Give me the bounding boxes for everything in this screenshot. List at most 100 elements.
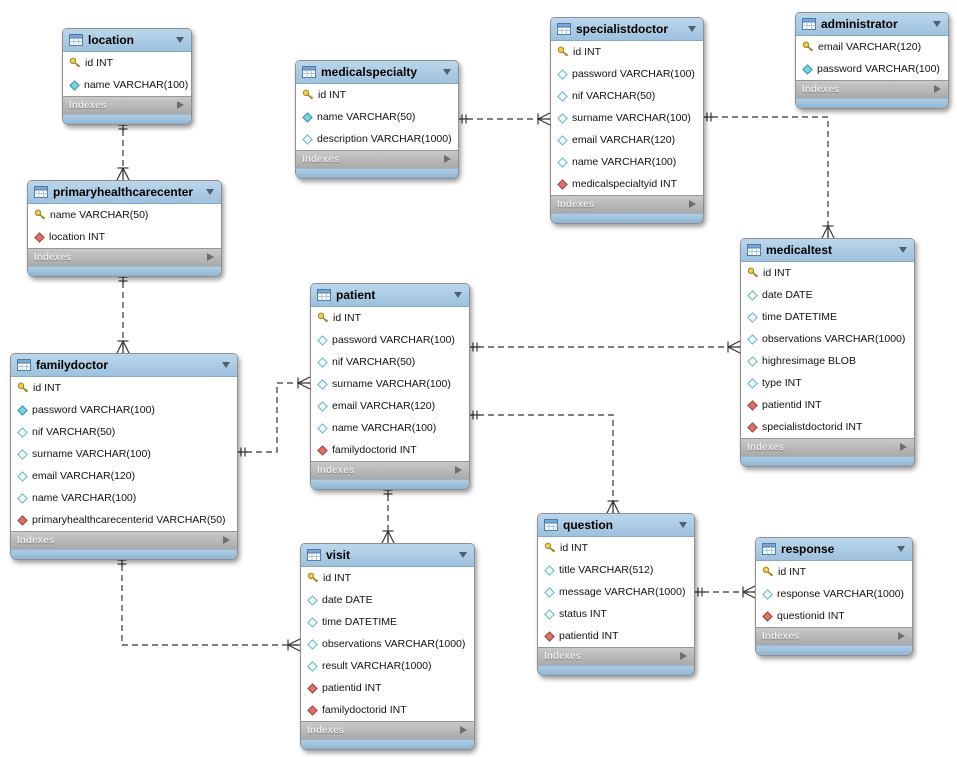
- column-row[interactable]: id INT: [756, 561, 912, 583]
- collapse-triangle-icon[interactable]: [688, 26, 696, 32]
- expand-arrow-icon[interactable]: [455, 466, 462, 474]
- column-row[interactable]: id INT: [63, 52, 191, 74]
- indexes-bar[interactable]: Indexes: [796, 80, 948, 98]
- expand-arrow-icon[interactable]: [689, 200, 696, 208]
- column-row[interactable]: familydoctorid INT: [301, 699, 474, 721]
- table-header[interactable]: question: [538, 514, 694, 537]
- expand-arrow-icon[interactable]: [177, 101, 184, 109]
- relationship-primaryhealthcarecenter-familydoctor[interactable]: [116, 272, 130, 354]
- column-row[interactable]: time DATETIME: [741, 306, 914, 328]
- column-row[interactable]: patientid INT: [538, 625, 694, 647]
- column-row[interactable]: time DATETIME: [301, 611, 474, 633]
- column-row[interactable]: name VARCHAR(100): [311, 417, 469, 439]
- column-row[interactable]: specialistdoctorid INT: [741, 416, 914, 438]
- column-row[interactable]: id INT: [551, 41, 703, 63]
- relationship-patient-visit[interactable]: [381, 485, 395, 544]
- column-row[interactable]: password VARCHAR(100): [551, 63, 703, 85]
- collapse-triangle-icon[interactable]: [222, 362, 230, 368]
- column-row[interactable]: password VARCHAR(100): [311, 329, 469, 351]
- column-row[interactable]: nif VARCHAR(50): [11, 421, 237, 443]
- collapse-triangle-icon[interactable]: [206, 189, 214, 195]
- table-header[interactable]: primaryhealthcarecenter: [28, 181, 221, 204]
- column-row[interactable]: surname VARCHAR(100): [551, 107, 703, 129]
- column-row[interactable]: patientid INT: [741, 394, 914, 416]
- column-row[interactable]: name VARCHAR(50): [28, 204, 221, 226]
- relationship-familydoctor-patient[interactable]: [236, 376, 311, 457]
- column-row[interactable]: location INT: [28, 226, 221, 248]
- column-row[interactable]: name VARCHAR(100): [11, 487, 237, 509]
- column-row[interactable]: email VARCHAR(120): [551, 129, 703, 151]
- column-row[interactable]: email VARCHAR(120): [311, 395, 469, 417]
- expand-arrow-icon[interactable]: [444, 155, 451, 163]
- column-row[interactable]: medicalspecialtyid INT: [551, 173, 703, 195]
- table-header[interactable]: visit: [301, 544, 474, 567]
- relationship-patient-question[interactable]: [468, 410, 620, 514]
- expand-arrow-icon[interactable]: [207, 253, 214, 261]
- column-row[interactable]: description VARCHAR(1000): [296, 128, 458, 150]
- column-row[interactable]: name VARCHAR(100): [63, 74, 191, 96]
- column-row[interactable]: type INT: [741, 372, 914, 394]
- expand-arrow-icon[interactable]: [223, 536, 230, 544]
- column-row[interactable]: email VARCHAR(120): [796, 36, 948, 58]
- collapse-triangle-icon[interactable]: [443, 69, 451, 75]
- column-row[interactable]: name VARCHAR(100): [551, 151, 703, 173]
- column-row[interactable]: highresimage BLOB: [741, 350, 914, 372]
- column-row[interactable]: id INT: [538, 537, 694, 559]
- relationship-location-primaryhealthcarecenter[interactable]: [116, 120, 130, 181]
- column-row[interactable]: surname VARCHAR(100): [11, 443, 237, 465]
- column-row[interactable]: nif VARCHAR(50): [311, 351, 469, 373]
- column-row[interactable]: primaryhealthcarecenterid VARCHAR(50): [11, 509, 237, 531]
- table-header[interactable]: location: [63, 29, 191, 52]
- expand-arrow-icon[interactable]: [898, 632, 905, 640]
- column-row[interactable]: title VARCHAR(512): [538, 559, 694, 581]
- table-header[interactable]: patient: [311, 284, 469, 307]
- column-row[interactable]: date DATE: [301, 589, 474, 611]
- collapse-triangle-icon[interactable]: [459, 552, 467, 558]
- column-row[interactable]: password VARCHAR(100): [11, 399, 237, 421]
- column-row[interactable]: id INT: [741, 262, 914, 284]
- column-row[interactable]: nif VARCHAR(50): [551, 85, 703, 107]
- column-row[interactable]: status INT: [538, 603, 694, 625]
- column-row[interactable]: email VARCHAR(120): [11, 465, 237, 487]
- relationship-patient-medicaltest[interactable]: [468, 340, 741, 354]
- collapse-triangle-icon[interactable]: [679, 522, 687, 528]
- indexes-bar[interactable]: Indexes: [28, 248, 221, 266]
- column-row[interactable]: id INT: [11, 377, 237, 399]
- collapse-triangle-icon[interactable]: [899, 247, 907, 253]
- table-header[interactable]: medicaltest: [741, 239, 914, 262]
- expand-arrow-icon[interactable]: [460, 726, 467, 734]
- column-row[interactable]: password VARCHAR(100): [796, 58, 948, 80]
- column-row[interactable]: surname VARCHAR(100): [311, 373, 469, 395]
- column-row[interactable]: id INT: [311, 307, 469, 329]
- indexes-bar[interactable]: Indexes: [11, 531, 237, 549]
- collapse-triangle-icon[interactable]: [897, 546, 905, 552]
- column-row[interactable]: id INT: [301, 567, 474, 589]
- relationship-specialistdoctor-medicaltest[interactable]: [702, 112, 835, 239]
- column-row[interactable]: response VARCHAR(1000): [756, 583, 912, 605]
- column-row[interactable]: familydoctorid INT: [311, 439, 469, 461]
- collapse-triangle-icon[interactable]: [454, 292, 462, 298]
- indexes-bar[interactable]: Indexes: [296, 150, 458, 168]
- column-row[interactable]: name VARCHAR(50): [296, 106, 458, 128]
- column-row[interactable]: result VARCHAR(1000): [301, 655, 474, 677]
- column-row[interactable]: patientid INT: [301, 677, 474, 699]
- expand-arrow-icon[interactable]: [900, 443, 907, 451]
- column-row[interactable]: date DATE: [741, 284, 914, 306]
- collapse-triangle-icon[interactable]: [933, 21, 941, 27]
- indexes-bar[interactable]: Indexes: [741, 438, 914, 456]
- column-row[interactable]: observations VARCHAR(1000): [741, 328, 914, 350]
- indexes-bar[interactable]: Indexes: [551, 195, 703, 213]
- table-header[interactable]: specialistdoctor: [551, 18, 703, 41]
- table-header[interactable]: medicalspecialty: [296, 61, 458, 84]
- column-row[interactable]: message VARCHAR(1000): [538, 581, 694, 603]
- table-header[interactable]: administrator: [796, 13, 948, 36]
- table-header[interactable]: response: [756, 538, 912, 561]
